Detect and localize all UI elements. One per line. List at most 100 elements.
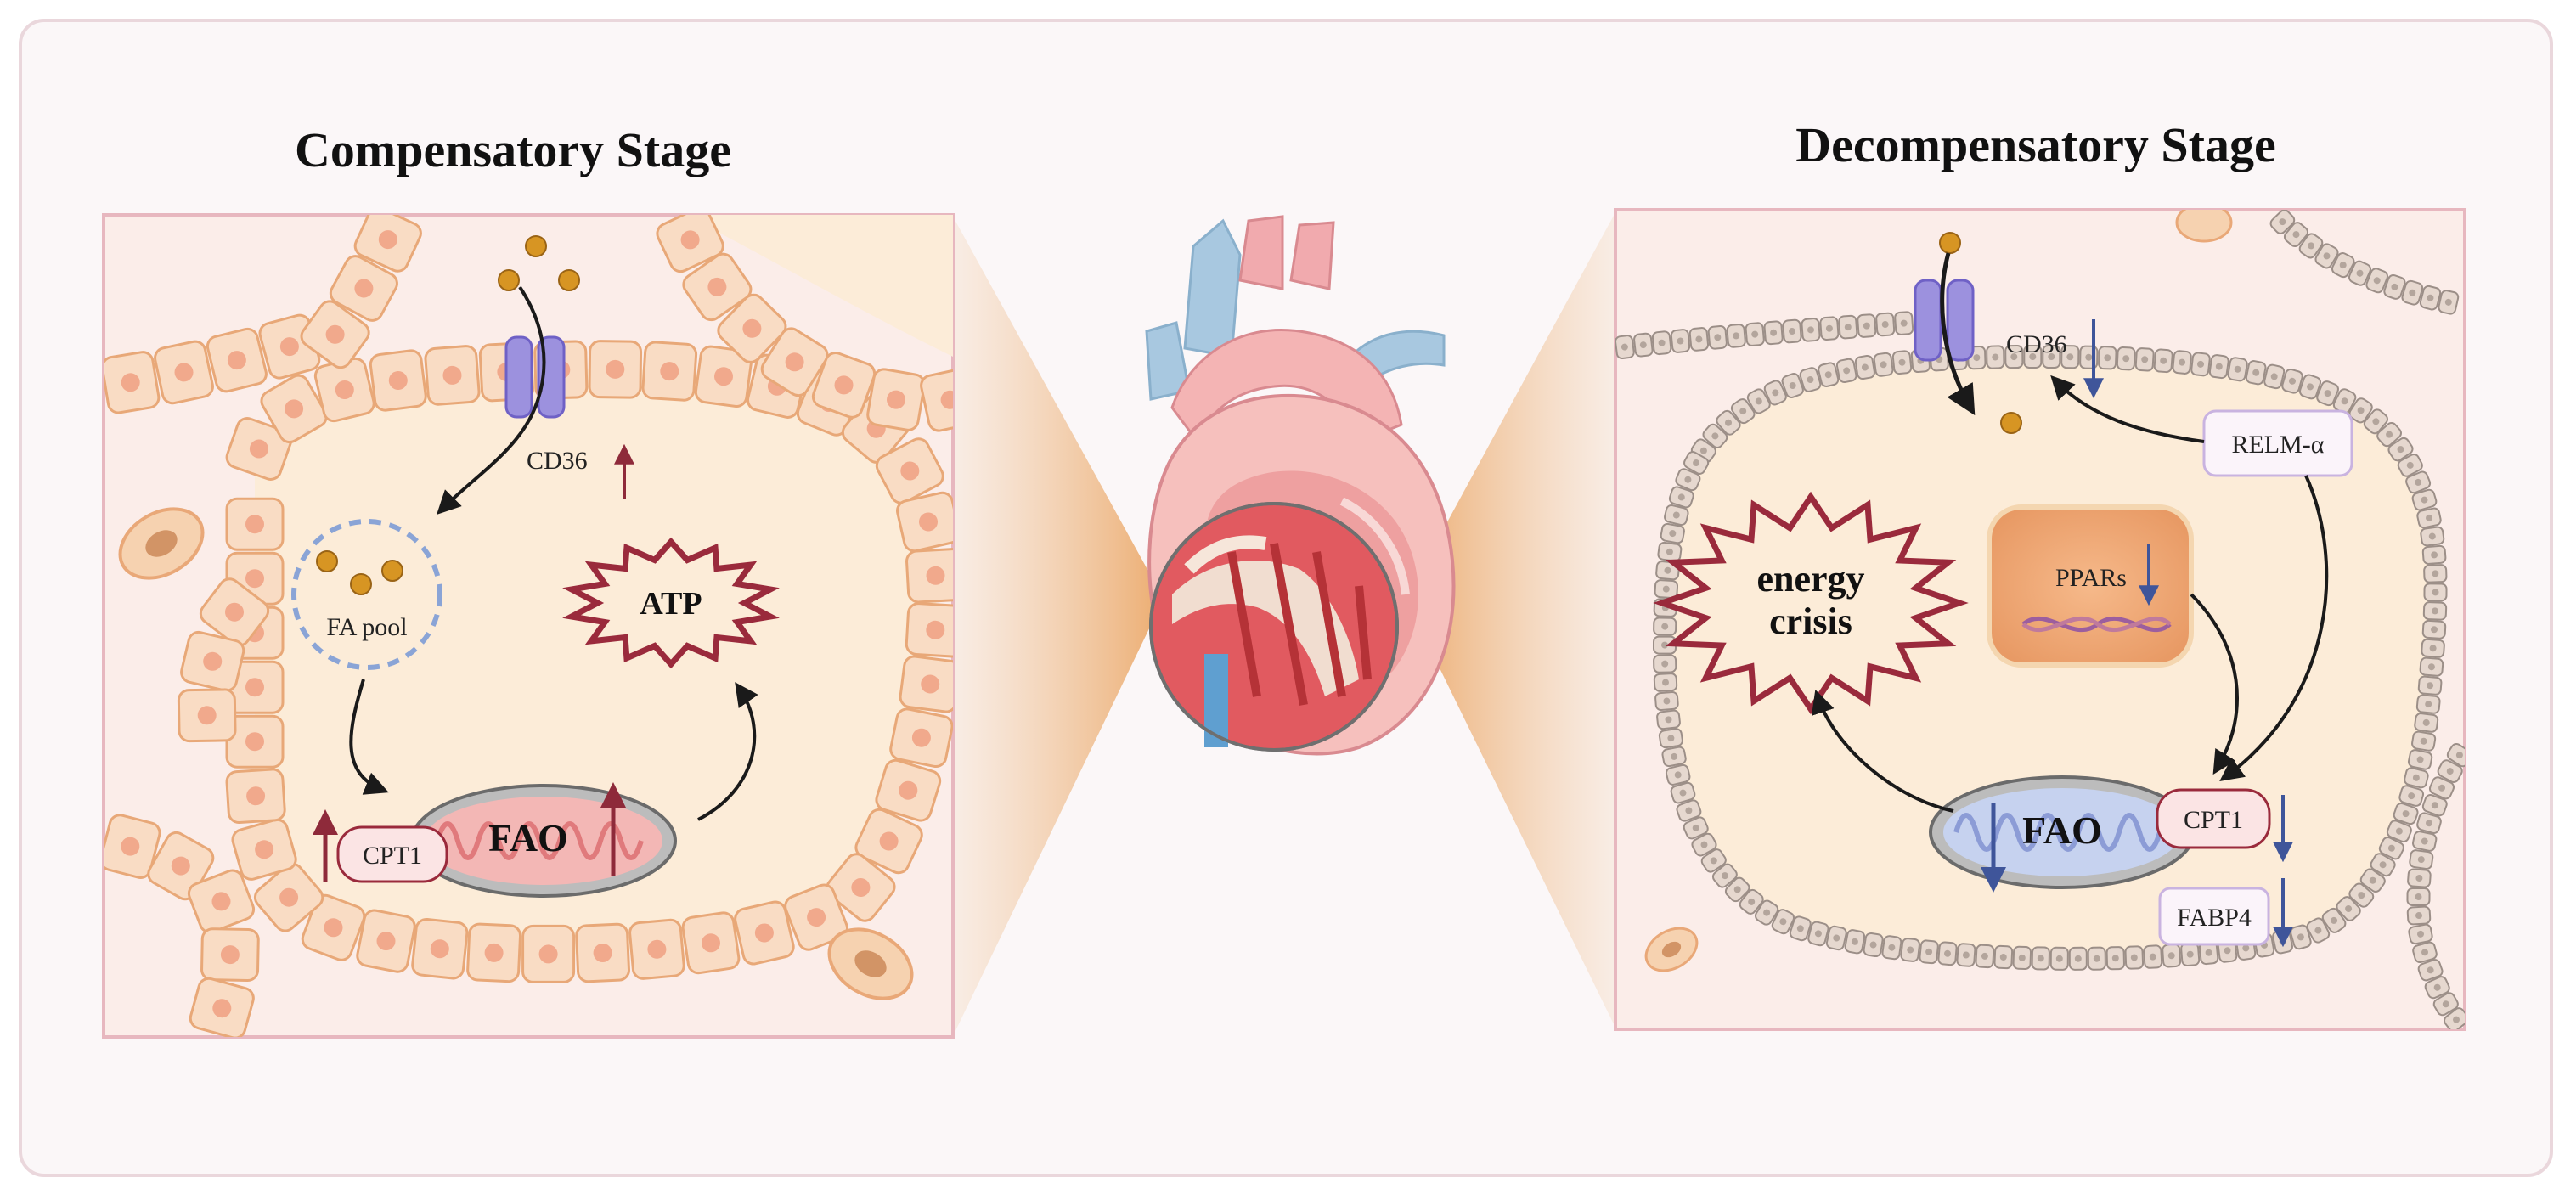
wall-bead [1857,313,1877,338]
zoom-cone-right [1406,212,1615,1028]
wall-bead [2404,767,2429,789]
wall-cell [253,862,324,932]
wall-bead [2421,794,2448,817]
cd36-channel-right [1914,279,1975,362]
wall-bead [2105,946,2125,971]
left-panel: CD36 FA pool ATP FAO CPT1 [102,213,955,1039]
wall-bead [2098,346,2117,370]
wall-bead [2314,243,2339,269]
wall-bead [2068,946,2088,971]
wall-bead [1730,398,1756,425]
right-panel: CD36 RELM-α energy crisis PPARs FAO [1614,208,2466,1031]
wall-bead [1652,635,1677,655]
wall-cell [260,374,328,444]
wall-bead [2397,454,2423,477]
wall-bead [2348,260,2372,286]
wall-bead [1726,324,1746,348]
wall-bead [2348,397,2373,424]
energy-label: energy [1756,558,1864,600]
fabp4-label: FABP4 [2177,904,2252,932]
wall-cell [104,351,161,414]
wall-bead [1739,888,1764,915]
wall-bead [1754,899,1779,926]
wall-bead [1854,354,1875,380]
wall-cell [329,255,398,322]
cpt1-label-right: CPT1 [2184,806,2243,834]
wall-cell [301,893,366,961]
wall-bead [1653,617,1677,636]
wall-bead [1801,318,1821,342]
wall-bead [1702,423,1728,449]
wall-bead [2363,408,2388,435]
wall-cell [866,368,926,431]
wall-bead [2283,222,2309,248]
wall-bead [2412,831,2438,852]
fa-dot [1939,232,1961,254]
wall-bead [1653,673,1678,692]
wall-bead [2415,694,2441,714]
wall-bead [2421,638,2445,658]
wall-cell [206,327,268,393]
wall-bead [2365,268,2388,294]
wall-bead [2444,1007,2465,1029]
wall-cell [187,869,256,934]
wall-cell [466,922,522,983]
wall-cell [521,924,576,983]
wall-bead [1660,522,1685,544]
wall-bead [2421,619,2447,639]
right-stage-title: Decompensatory Stage [1795,117,2275,172]
wall-cell [875,437,944,504]
wall-bead [1615,335,1635,360]
wall-bead [1771,909,1795,935]
wall-bead [2172,350,2192,375]
wall-bead [2316,380,2339,407]
wall-cell [225,497,285,551]
wall-bead [1691,832,1717,857]
wall-bead [2409,849,2434,870]
cell-interior [255,369,937,955]
fa-transport-arrow [437,285,546,515]
fao-label-right: FAO [2022,808,2102,852]
fabp4-box [2158,887,2270,946]
wall-bead [1670,329,1691,353]
cpt1-label-left: CPT1 [363,842,422,870]
wall-bead [1891,350,1913,375]
wall-bead [1716,409,1741,436]
energy-crisis-burst [1653,491,1969,715]
wall-bead [2414,713,2439,733]
ppars-to-cpt1-arrow [2190,593,2239,775]
wall-cell [681,911,741,975]
wall-bead [1782,318,1802,344]
fa-dot [2000,412,2022,434]
fao-label-left: FAO [488,816,568,859]
wall-bead [2401,279,2424,306]
wall-cell [694,345,753,408]
wall-bead [2423,564,2448,583]
wall-bead [2419,656,2444,677]
wall-cell [656,215,724,273]
wall-bead [1835,358,1857,384]
wall-bead [2298,374,2322,400]
wall-bead [2416,812,2442,834]
wall-bead [1688,327,1710,352]
wall-bead [2321,907,2347,933]
wall-bead [1711,863,1738,888]
wall-bead [1657,541,1683,562]
ppars-label: PPARs [2055,564,2127,592]
wall-cell [575,922,630,983]
wall-bead [2359,868,2386,893]
wall-bead [2406,905,2432,926]
wall-bead [2411,730,2437,752]
fa-pool-label: FA pool [326,613,407,641]
wall-bead [1986,345,2005,369]
wall-cell [225,768,286,824]
wall-cell [411,917,469,980]
wall-bead [2437,759,2463,783]
wall-bead [2420,526,2445,547]
wall-bead [2376,421,2402,448]
wall-bead [1653,654,1677,673]
wall-bead [1799,367,1822,392]
wall-bead [1651,330,1672,356]
wall-cell [369,349,427,412]
